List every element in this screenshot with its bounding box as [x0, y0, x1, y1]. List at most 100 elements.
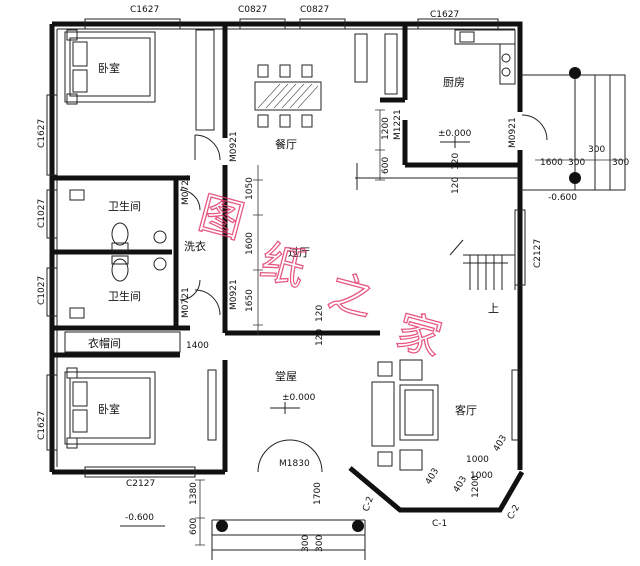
toilet-icon — [111, 258, 129, 282]
bathrooms: 卫生间 卫生间 洗衣 — [69, 189, 221, 319]
sink-icon — [153, 230, 167, 244]
living: 客厅 — [371, 359, 477, 471]
door-swing-icon — [179, 279, 201, 301]
nightstand-icon — [66, 93, 78, 105]
dim-label: 600 — [381, 157, 391, 174]
code-label: C0827 — [300, 5, 329, 15]
code-label: C1627 — [130, 5, 159, 15]
bed-top — [64, 31, 156, 103]
chair-icon — [257, 114, 269, 128]
counter — [454, 29, 516, 45]
opening-codes: C1627 C0827 C0827 C1627 C2127 M1830 C-1 … — [37, 5, 543, 529]
code-label: C2127 — [533, 239, 543, 268]
nightstand-icon — [66, 367, 78, 379]
windows — [46, 18, 526, 478]
room-label-dining: 餐厅 — [275, 137, 297, 151]
armchair-icon — [399, 449, 423, 471]
dim-label: 300 — [568, 158, 585, 168]
pillow-icon — [72, 409, 88, 433]
dim-label: 1600 — [245, 232, 255, 255]
room-label-laundry: 洗衣 — [184, 239, 206, 253]
watermark-char: 家 — [391, 306, 447, 367]
pillow-icon — [72, 41, 88, 67]
dim-label: 120 — [315, 305, 325, 322]
dim-label: 1700 — [313, 482, 323, 505]
dining: 餐厅 — [254, 33, 398, 151]
side-table-icon — [377, 451, 393, 467]
chair-icon — [301, 64, 313, 78]
code-label: C-2 — [506, 503, 522, 521]
code-label: C1627 — [37, 119, 47, 148]
coffee-table — [399, 384, 439, 441]
room-label-bathroom-top: 卫生间 — [108, 199, 141, 213]
dim-label: 1400 — [186, 341, 209, 351]
door-swing-icon — [521, 114, 548, 141]
closet: 衣帽间 — [64, 331, 181, 353]
code-label: C1627 — [37, 411, 47, 440]
room-label-stair-up: 上 — [488, 302, 499, 315]
dim-label: 1600 — [540, 158, 563, 168]
code-label: C1027 — [37, 276, 47, 305]
side-table-icon — [377, 361, 393, 377]
dim-label: 300 — [588, 145, 605, 155]
room-label-bathroom-bottom: 卫生间 — [108, 289, 141, 303]
dining-table — [254, 81, 322, 111]
code-label: M0921 — [229, 279, 239, 310]
interior-walls — [52, 24, 520, 472]
nightstand-icon — [66, 437, 78, 449]
pillow-icon — [72, 381, 88, 407]
dim-label: 1000 — [466, 455, 489, 465]
dim-label: 300 — [612, 158, 629, 168]
armchair-icon — [399, 359, 423, 381]
sink-icon — [459, 31, 475, 43]
chair-icon — [301, 114, 313, 128]
code-label: M0921 — [508, 117, 518, 148]
hall: 堂屋 ±0.000 — [257, 370, 323, 473]
chair-icon — [279, 114, 291, 128]
code-label: M1221 — [393, 109, 403, 140]
corridor: 过厅 上 — [288, 239, 516, 315]
level-outside-left: -0.600 — [125, 513, 154, 523]
column-icon — [216, 520, 228, 532]
room-label-closet: 衣帽间 — [88, 336, 121, 350]
door-swing-icon — [194, 134, 221, 161]
stove-burner-icon — [501, 53, 511, 63]
kitchen: 厨房 ±0.000 — [438, 29, 548, 148]
code-label: C-1 — [432, 519, 447, 529]
column-icon — [569, 67, 581, 79]
shower-icon — [69, 307, 85, 319]
bedroom-bottom: 卧室 — [64, 367, 156, 449]
code-label: C-2 — [361, 495, 376, 513]
dim-label: 1200 — [381, 117, 391, 140]
dim-label: 120 — [315, 329, 325, 346]
nightstand-icon — [66, 29, 78, 41]
sink-icon — [153, 257, 167, 271]
main-door-swing-icon — [257, 439, 323, 473]
bed-bottom — [64, 371, 156, 445]
shower-icon — [69, 189, 85, 201]
code-label: C0827 — [238, 5, 267, 15]
bedroom-top: 卧室 — [64, 29, 221, 161]
level-hall: ±0.000 — [282, 393, 316, 403]
level-kitchen: ±0.000 — [438, 129, 472, 139]
wardrobe-top — [195, 29, 215, 131]
watermark-char: 之 — [323, 266, 379, 327]
cabinet — [354, 33, 368, 83]
dim-label: 1050 — [245, 177, 255, 200]
dim-label: 403 — [452, 475, 469, 495]
dim-label: 120 — [451, 153, 461, 170]
room-label-corridor: 过厅 — [288, 246, 310, 259]
door-swing-icon — [194, 289, 221, 316]
room-label-bedroom-top: 卧室 — [98, 61, 120, 75]
cabinet — [384, 33, 398, 95]
column-icon — [352, 520, 364, 532]
toilet-icon — [111, 222, 129, 246]
dim-label: 120 — [451, 177, 461, 194]
bed-top-mattress — [69, 37, 151, 97]
room-label-kitchen: 厨房 — [443, 76, 465, 89]
dim-label: 1650 — [245, 289, 255, 312]
dim-label: 403 — [492, 434, 509, 454]
code-label: C1027 — [37, 199, 47, 228]
code-label: M0721 — [181, 174, 191, 205]
dim-label: 403 — [424, 467, 441, 487]
